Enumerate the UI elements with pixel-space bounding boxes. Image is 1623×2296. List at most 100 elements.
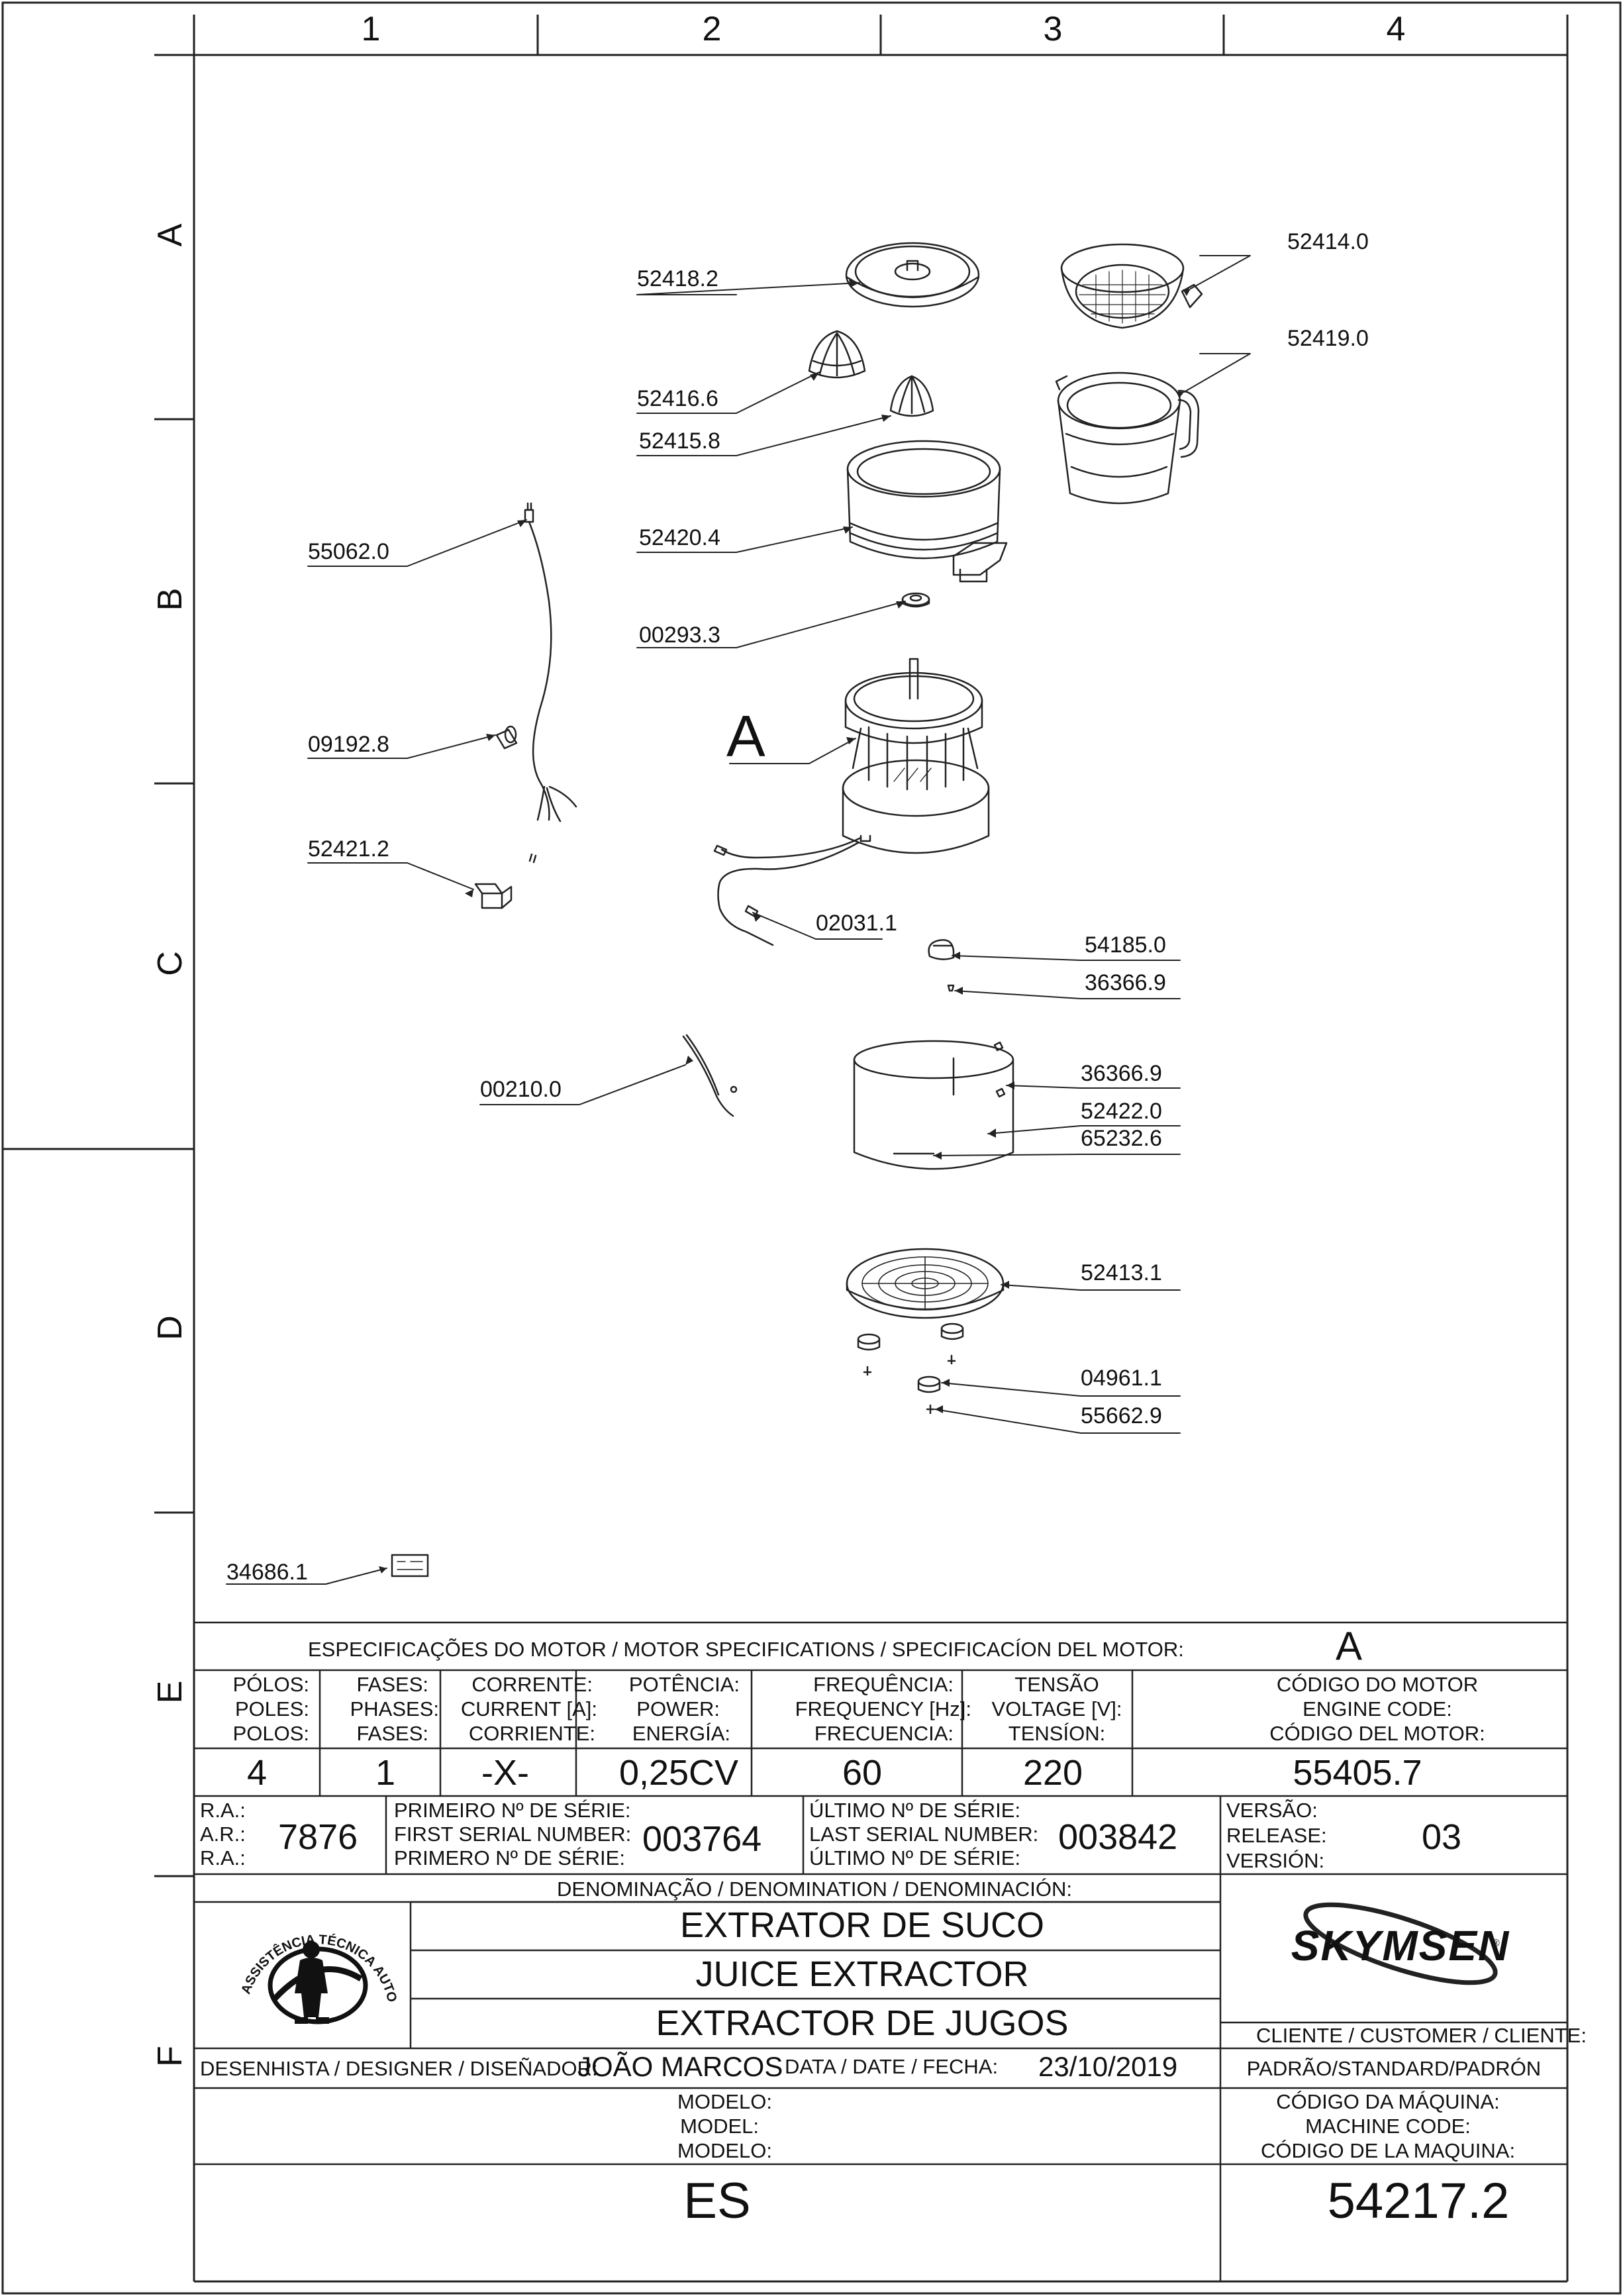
spec-label: POLOS:	[232, 1722, 309, 1745]
spec-label: ENERGÍA:	[632, 1722, 730, 1745]
spec-label: POLES:	[235, 1697, 309, 1721]
part-cone-large	[808, 330, 866, 379]
denomination-es: EXTRACTOR DE JUGOS	[656, 2003, 1069, 2043]
part-label: 65232.6	[1081, 1126, 1162, 1151]
part-label: 02031.1	[816, 911, 897, 936]
part-label: 00293.3	[639, 623, 720, 648]
part-screw-1	[947, 984, 955, 992]
zone-col-1: 1	[361, 10, 381, 48]
spec-value-current: -X-	[481, 1753, 529, 1793]
spec-label: ENGINE CODE:	[1303, 1697, 1452, 1721]
part-lid	[845, 242, 980, 308]
spec-label: PHASES:	[350, 1697, 439, 1721]
part-label: 04961.1	[1081, 1366, 1162, 1391]
part-label: 36366.9	[1085, 970, 1166, 995]
machine-code-label: MACHINE CODE:	[1305, 2115, 1471, 2138]
version-label: VERSÃO:	[1226, 1799, 1318, 1822]
client-label: CLIENTE / CUSTOMER / CLIENTE:	[1256, 2024, 1587, 2047]
part-cable-gland	[495, 725, 518, 750]
spec-label: TENSÍON:	[1008, 1722, 1106, 1745]
part-label: 00210.0	[480, 1077, 562, 1102]
zone-col-2: 2	[702, 10, 722, 48]
part-label: 52416.6	[637, 386, 718, 411]
spec-label: PÓLOS:	[232, 1673, 309, 1696]
part-power-cable	[524, 502, 577, 823]
part-screw-3	[995, 1087, 1006, 1098]
part-label: 52418.2	[637, 266, 718, 291]
ra-label: R.A.:	[200, 1846, 246, 1870]
part-label: 52422.0	[1081, 1099, 1162, 1124]
spec-label: FASES:	[356, 1722, 428, 1745]
part-switch	[474, 853, 537, 909]
denomination-pt: EXTRATOR DE SUCO	[679, 1905, 1045, 1945]
version-label: VERSIÓN:	[1226, 1849, 1325, 1872]
spec-value-power: 0,25CV	[618, 1753, 739, 1793]
date-value: 23/10/2019	[1038, 2051, 1178, 2082]
part-bowl	[846, 440, 1008, 583]
spec-label: CÓDIGO DO MOTOR	[1276, 1673, 1479, 1696]
ra-label: A.R.:	[200, 1822, 246, 1846]
last-serial-value: 003842	[1058, 1817, 1178, 1857]
authorized-service-seal: ASSISTÊNCIA TÉCNICA AUTORIZADA	[228, 1899, 399, 2024]
motor-spec-title: ESPECIFICAÇÕES DO MOTOR / MOTOR SPECIFIC…	[308, 1638, 1184, 1661]
part-cone-small	[889, 375, 934, 417]
spec-label: POTÊNCIA:	[628, 1673, 740, 1696]
part-label: 52420.4	[639, 525, 720, 550]
exploded-view	[226, 242, 1251, 1585]
client-value: PADRÃO/STANDARD/PADRÓN	[1246, 2057, 1542, 2080]
part-foot-screw	[926, 1404, 935, 1415]
part-label: 54185.0	[1085, 932, 1166, 958]
designer-label: DESENHISTA / DESIGNER / DISEÑADOR:	[200, 2057, 598, 2080]
zone-col-4: 4	[1386, 10, 1406, 48]
zone-row-e: E	[151, 1680, 189, 1704]
part-base-grille	[846, 1248, 1005, 1319]
spec-value-frequency: 60	[842, 1753, 883, 1793]
part-ground-wire	[682, 1034, 738, 1117]
spec-label: VOLTAGE [V]:	[991, 1697, 1122, 1721]
version-value: 03	[1422, 1817, 1462, 1857]
version-label: RELEASE:	[1226, 1824, 1327, 1847]
part-motor-assembly	[713, 658, 990, 946]
part-feet	[857, 1323, 964, 1393]
last-serial-label: LAST SERIAL NUMBER:	[809, 1822, 1039, 1846]
spec-label: FRECUENCIA:	[814, 1722, 954, 1745]
zone-row-f: F	[151, 2046, 189, 2067]
model-label: MODEL:	[680, 2115, 759, 2138]
svg-text:®: ®	[1492, 1938, 1500, 1949]
ra-label: R.A.:	[200, 1799, 246, 1822]
spec-value-phases: 1	[375, 1753, 396, 1793]
model-label: MODELO:	[677, 2139, 772, 2162]
spec-label: TENSÃO	[1014, 1673, 1099, 1696]
date-label: DATA / DATE / FECHA:	[785, 2055, 999, 2078]
designer-value: JOÃO MARCOS	[577, 2051, 783, 2082]
spec-label: CURRENT [A]:	[460, 1697, 597, 1721]
part-label: 09192.8	[308, 732, 389, 757]
part-jug	[1055, 372, 1200, 505]
spec-value-engine-code: 55405.7	[1293, 1753, 1422, 1793]
spec-label: FREQUENCY [Hz]:	[795, 1697, 971, 1721]
part-coupling	[901, 592, 930, 608]
motor-spec-ref: A	[1336, 1624, 1363, 1668]
spec-label: CÓDIGO DEL MOTOR:	[1269, 1722, 1485, 1745]
part-label: 55662.9	[1081, 1403, 1162, 1428]
part-label: 52419.0	[1287, 326, 1369, 351]
first-serial-label: PRIMEIRO Nº DE SÉRIE:	[394, 1799, 631, 1822]
part-label: 55062.0	[308, 539, 389, 564]
first-serial-value: 003764	[642, 1819, 762, 1859]
model-label: MODELO:	[677, 2090, 772, 2113]
spec-value-voltage: 220	[1022, 1753, 1083, 1793]
part-strainer	[1060, 243, 1203, 329]
machine-code-label: CÓDIGO DE LA MAQUINA:	[1260, 2139, 1516, 2162]
last-serial-label: ÚLTIMO Nº DE SÉRIE:	[809, 1799, 1021, 1822]
last-serial-label: ÚLTIMO Nº DE SÉRIE:	[809, 1846, 1021, 1870]
part-label-plate	[391, 1554, 429, 1577]
part-cover-cylinder	[853, 1040, 1014, 1170]
model-value: ES	[683, 2173, 751, 2229]
machine-code-value: 54217.2	[1327, 2173, 1510, 2229]
spec-label: FASES:	[356, 1673, 428, 1696]
part-label: 52421.2	[308, 836, 389, 862]
denomination-header: DENOMINAÇÃO / DENOMINATION / DENOMINACIÓ…	[557, 1877, 1072, 1901]
spec-label: POWER:	[636, 1697, 720, 1721]
